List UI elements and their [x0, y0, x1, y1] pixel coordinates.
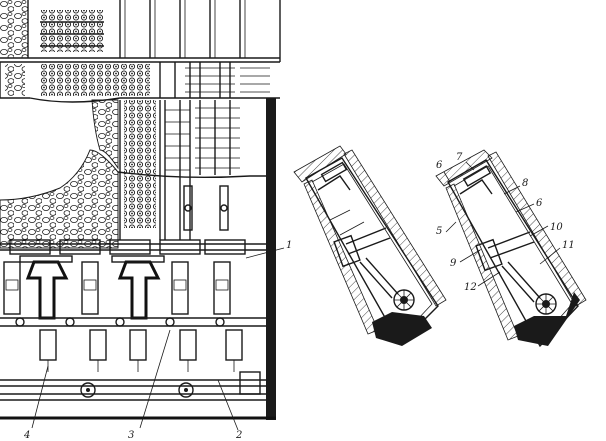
right-wall: [266, 98, 276, 420]
callout-4: 4: [23, 430, 30, 441]
callout-11: 11: [562, 240, 575, 251]
section-b-callouts: 6 7 8 6 5 9 10 11 12: [436, 152, 575, 293]
lower-jacks: [39, 329, 243, 372]
callout-1: 1: [286, 240, 292, 251]
callout-10: 10: [550, 222, 563, 233]
callout-6-right: 6: [536, 198, 543, 209]
conveyor-beam: [0, 317, 266, 327]
callout-5: 5: [436, 226, 442, 237]
floor-fill: [514, 292, 580, 346]
rail-ties-top: [185, 62, 235, 98]
callout-3: 3: [128, 430, 134, 441]
coal-face-columns: [117, 100, 270, 240]
shield-props-upper: [195, 100, 240, 175]
callout-9: 9: [450, 258, 457, 269]
callout-2: 2: [235, 430, 242, 441]
upper-support-frame: [0, 0, 281, 63]
plan-view: 1 2 3 4: [0, 0, 292, 441]
section-a: [293, 145, 447, 346]
callout-8: 8: [522, 178, 528, 189]
plan-callouts: 1 2 3 4: [23, 240, 292, 441]
cutter-head: [393, 289, 415, 311]
section-b: 6 7 8 6 5 9 10 11 12: [435, 149, 587, 348]
gallery: [0, 239, 276, 420]
middle-support-strip: [0, 62, 280, 103]
shield-unit: [111, 255, 165, 320]
floor-fill: [372, 312, 432, 346]
upper-rock-mass: [0, 0, 104, 58]
wall-hatching: [293, 145, 447, 335]
callout-7: 7: [456, 152, 463, 163]
cap-beams: [9, 239, 246, 255]
cutter-head: [535, 293, 557, 315]
props-lower: [183, 185, 229, 231]
rail-track: [0, 371, 266, 401]
callout-6-top: 6: [436, 160, 443, 171]
callout-12: 12: [464, 282, 477, 293]
hydraulic-props: [3, 261, 231, 315]
gob-rock-fill: [0, 99, 119, 249]
shield-unit: [19, 255, 73, 320]
